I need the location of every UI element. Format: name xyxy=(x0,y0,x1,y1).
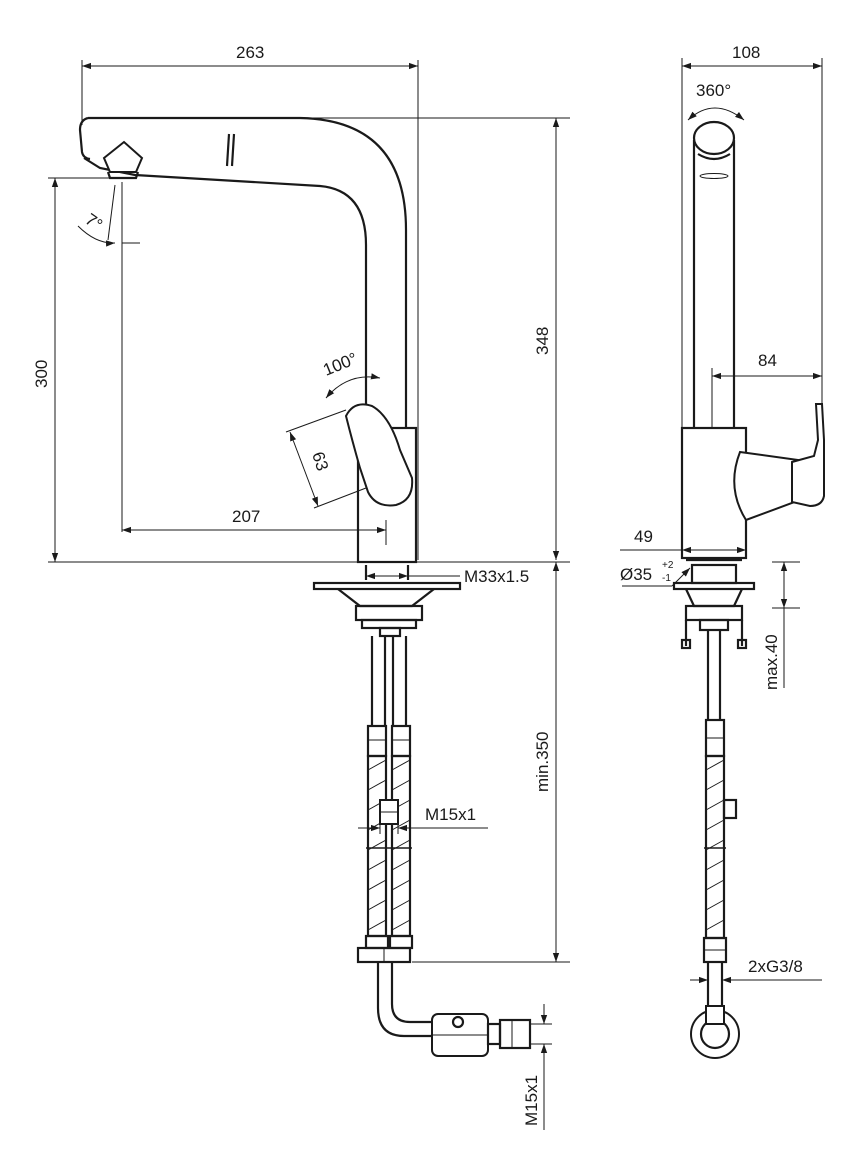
dim-spout-height: 300 xyxy=(32,360,51,388)
dim-body-diameter: 49 xyxy=(634,527,653,546)
spout-tip xyxy=(78,116,91,161)
dim-hole-diameter: Ø35 xyxy=(620,565,652,584)
dim-min-length: min.350 xyxy=(533,732,552,792)
dim-spout-reach: 207 xyxy=(232,507,260,526)
dim-overall-height: 348 xyxy=(533,327,552,355)
side-lever xyxy=(733,450,802,522)
supply-hoses xyxy=(356,636,532,1057)
side-base-plate xyxy=(672,581,756,591)
dim-base-thread: M33x1.5 xyxy=(464,567,529,586)
spout-outer xyxy=(88,116,408,428)
dim-hole-tol-minus: -1 xyxy=(662,573,671,584)
spout-top xyxy=(692,120,736,156)
dim-side-width: 108 xyxy=(732,43,760,62)
side-dimensions: 108 360° 84 49 Ø35 +2 -1 max.40 2xG3/8 xyxy=(620,43,823,990)
mounting-nut xyxy=(337,588,435,608)
dim-hole-tol-plus: +2 xyxy=(662,560,674,571)
dim-rotation: 360° xyxy=(696,81,731,100)
dim-lever-angle: 100° xyxy=(320,349,360,380)
dim-max-thickness: max.40 xyxy=(762,634,781,690)
base-plate xyxy=(312,581,462,591)
dim-hose-thread: M15x1 xyxy=(425,805,476,824)
dim-connection: 2xG3/8 xyxy=(748,957,803,976)
dim-side-depth: 84 xyxy=(758,351,777,370)
dim-spout-angle: 7° xyxy=(82,210,106,235)
lever xyxy=(344,403,414,507)
spout-inner xyxy=(83,157,368,420)
dim-lever-length: 63 xyxy=(308,449,332,473)
dim-width-total: 263 xyxy=(236,43,264,62)
spray-head xyxy=(102,140,144,173)
front-view xyxy=(78,116,532,1057)
dim-hose-thread-bottom: M15x1 xyxy=(522,1075,541,1126)
spout-joint xyxy=(225,133,231,167)
front-dimensions: 263 348 300 7° 207 100° 63 M33x1.5 xyxy=(32,43,570,1130)
side-view xyxy=(672,120,825,1059)
